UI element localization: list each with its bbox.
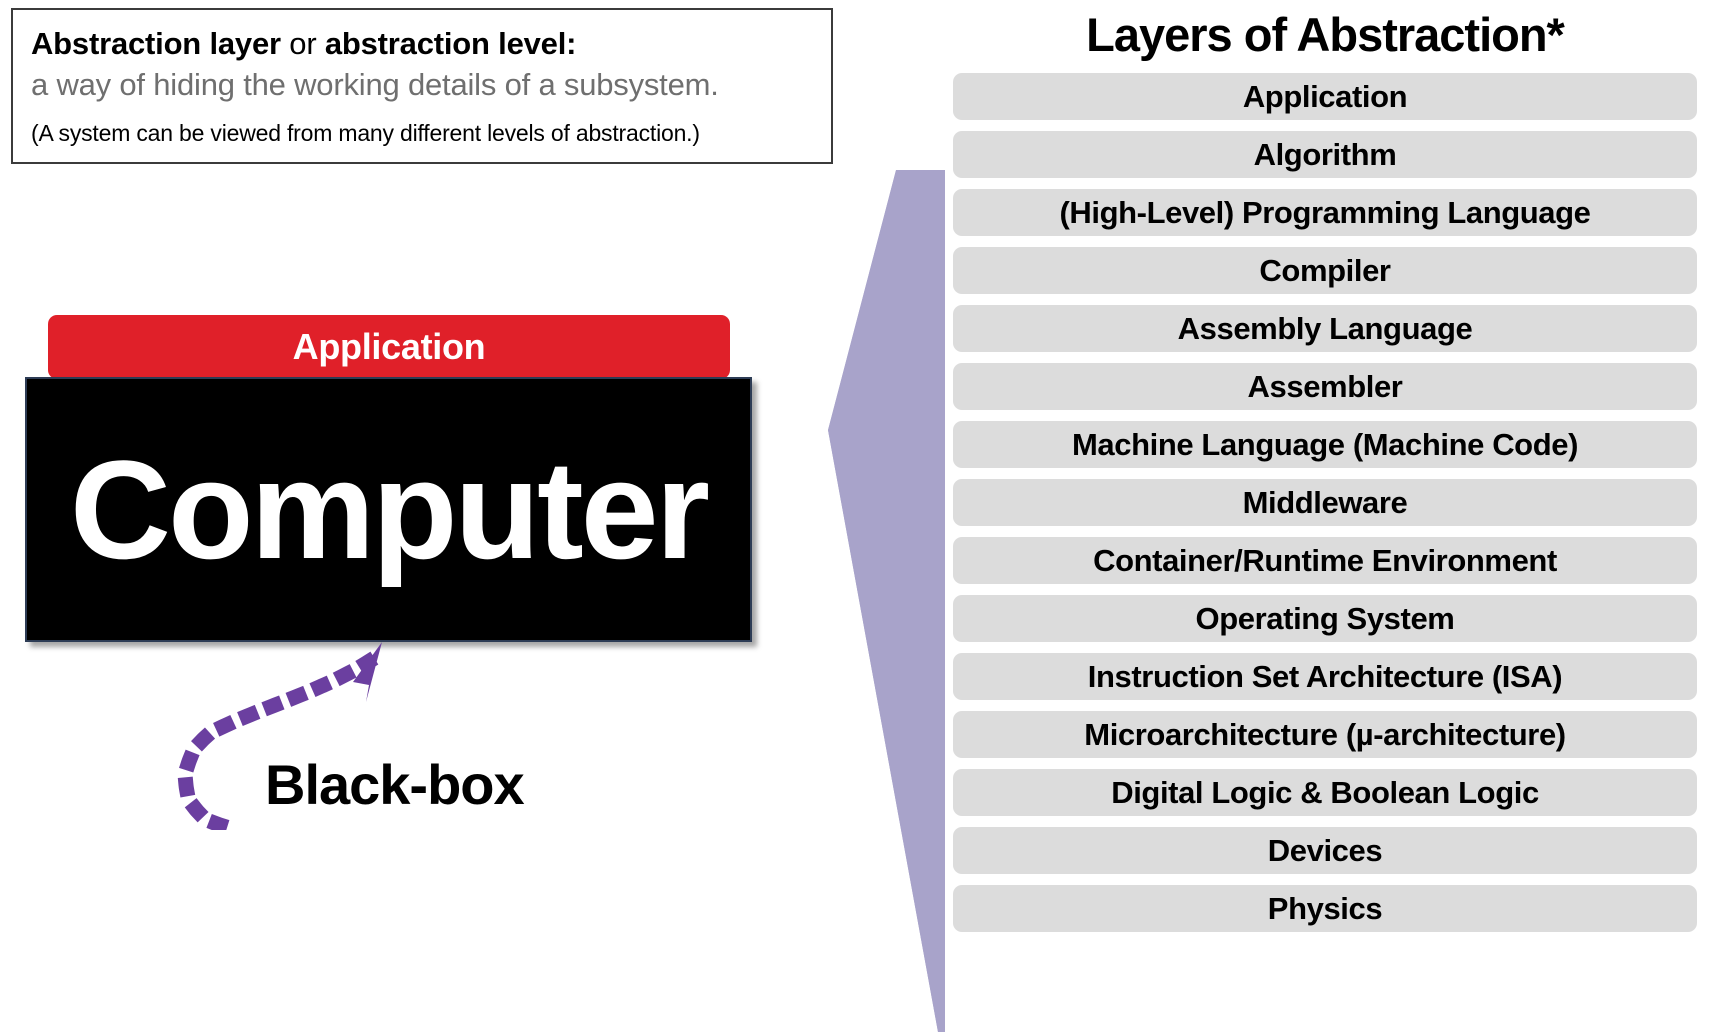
layer-bar[interactable]: Assembler <box>953 363 1697 410</box>
layer-bar[interactable]: Instruction Set Architecture (ISA) <box>953 653 1697 700</box>
computer-box-label: Computer <box>69 430 710 588</box>
layer-bar[interactable]: Physics <box>953 885 1697 932</box>
layer-bar-label: Digital Logic & Boolean Logic <box>1111 775 1539 810</box>
definition-box: Abstraction layer or abstraction level: … <box>11 8 833 164</box>
layer-bar-label: Operating System <box>1195 601 1455 636</box>
layer-bar-label: Compiler <box>1259 253 1391 288</box>
layer-bar[interactable]: Microarchitecture (µ-architecture) <box>953 711 1697 758</box>
layer-bar-label: Application <box>1242 79 1408 114</box>
layer-bar-label: Algorithm <box>1253 137 1397 172</box>
definition-term-b: abstraction level: <box>324 26 577 61</box>
layer-bar[interactable]: Middleware <box>953 479 1697 526</box>
application-bar-label: Application <box>292 326 486 367</box>
computer-black-box: Computer <box>25 377 752 642</box>
layer-bar[interactable]: Container/Runtime Environment <box>953 537 1697 584</box>
layer-bar-label: Physics <box>1267 891 1383 926</box>
layer-bar-label: Assembly Language <box>1177 311 1473 346</box>
definition-conjunction: or <box>280 26 325 61</box>
layer-bar-label: (High-Level) Programming Language <box>1059 195 1591 230</box>
layer-bar-label: Container/Runtime Environment <box>1093 543 1557 578</box>
layer-bar[interactable]: (High-Level) Programming Language <box>953 189 1697 236</box>
layer-bar[interactable]: Machine Language (Machine Code) <box>953 421 1697 468</box>
layer-bar-label: Devices <box>1267 833 1383 868</box>
layer-bar-label: Machine Language (Machine Code) <box>1071 427 1579 462</box>
layer-bar[interactable]: Assembly Language <box>953 305 1697 352</box>
layer-bar[interactable]: Operating System <box>953 595 1697 642</box>
layers-of-abstraction-title: Layers of Abstraction* <box>1086 8 1565 61</box>
layer-bar-label: Middleware <box>1242 485 1408 520</box>
application-bar: Application <box>48 315 730 379</box>
layer-bar[interactable]: Algorithm <box>953 131 1697 178</box>
layer-bar[interactable]: Application <box>953 73 1697 120</box>
layer-bar[interactable]: Digital Logic & Boolean Logic <box>953 769 1697 816</box>
definition-term-line: Abstraction layer or abstraction level: <box>31 24 813 64</box>
black-box-label: Black-box <box>265 753 525 816</box>
definition-meaning: a way of hiding the working details of a… <box>31 67 719 102</box>
layer-bar[interactable]: Compiler <box>953 247 1697 294</box>
layer-bar-label: Assembler <box>1247 369 1403 404</box>
layer-bar-label: Microarchitecture (µ-architecture) <box>1084 717 1566 752</box>
definition-note: (A system can be viewed from many differ… <box>31 120 700 146</box>
definition-term-a: Abstraction layer <box>31 26 281 61</box>
layer-bar[interactable]: Devices <box>953 827 1697 874</box>
layer-bar-label: Instruction Set Architecture (ISA) <box>1087 659 1563 694</box>
